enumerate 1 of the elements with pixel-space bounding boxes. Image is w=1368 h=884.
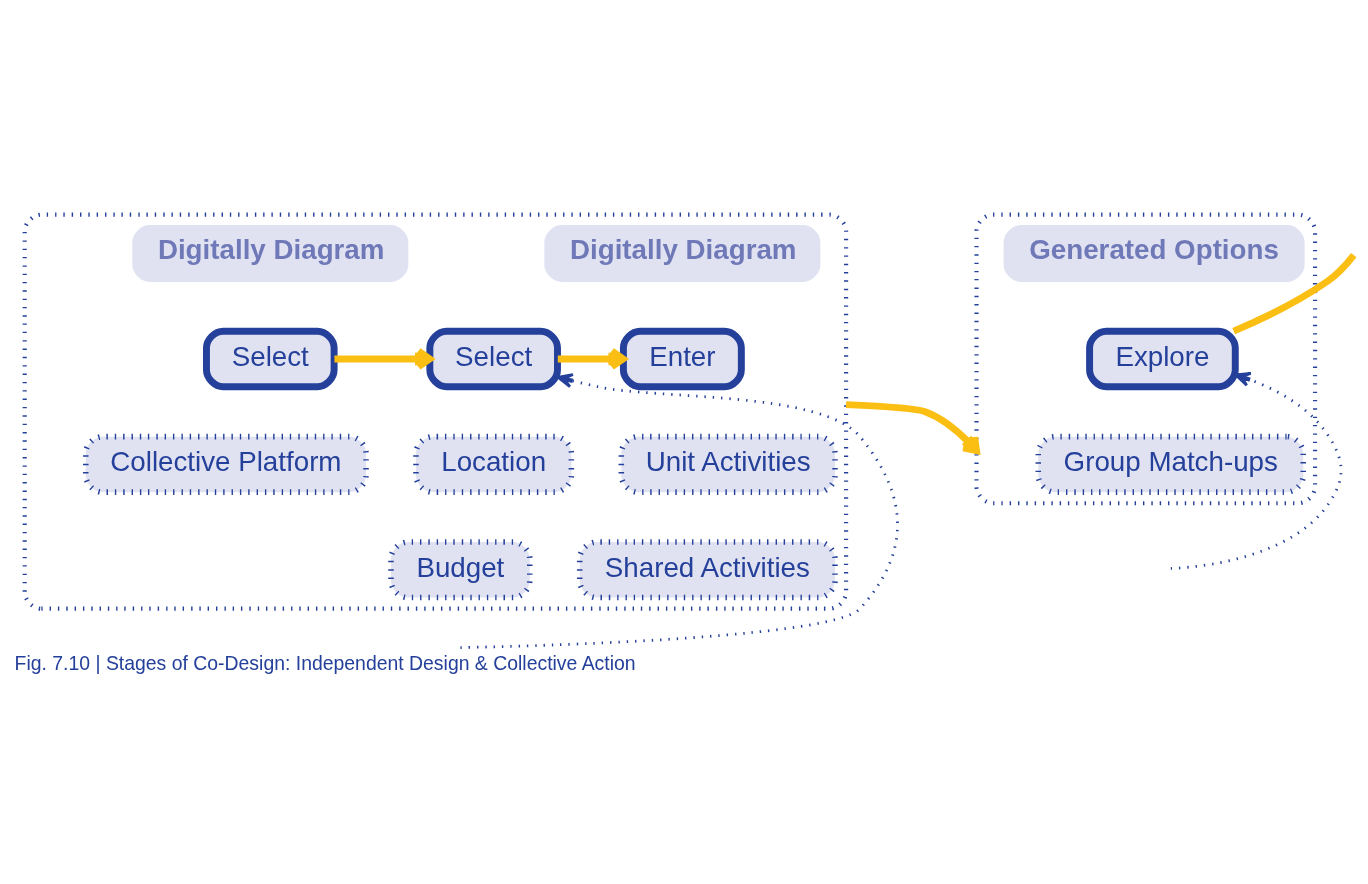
caption: Fig. 7.10 | Stages of Co-Design: Independent Design & Collective Action [14,651,636,674]
